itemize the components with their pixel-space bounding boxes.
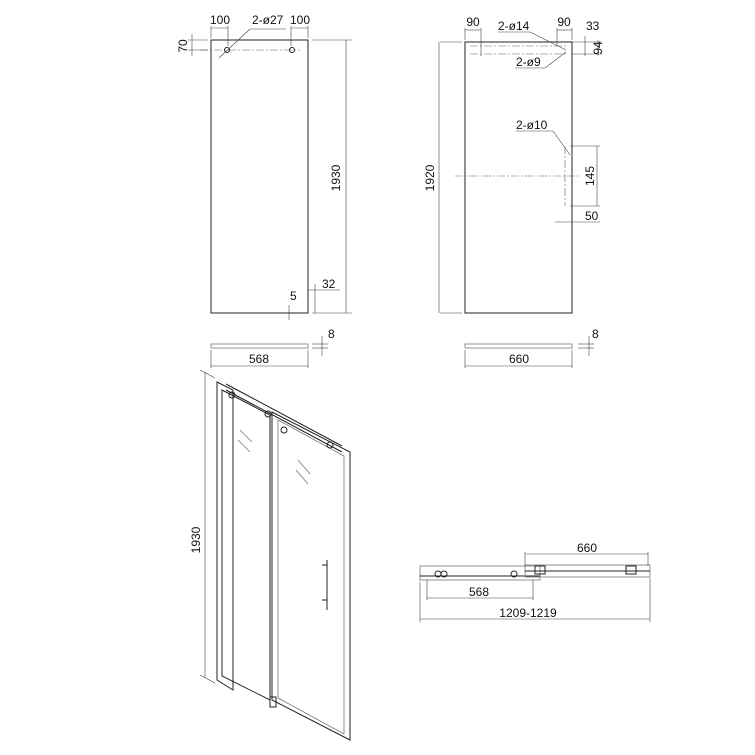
sliding-panel-elevation: 90 90 2-ø14 2-ø9 33 94 2-ø10 145 50 1920…: [423, 15, 605, 368]
fixed-thickness-label: 8: [328, 327, 335, 341]
fixed-panel-frame: [216, 381, 234, 691]
fixed-right-offset-label: 100: [290, 13, 310, 27]
sliding-top-offset-label: 33: [586, 19, 600, 33]
fixed-bottom-small-label: 5: [290, 289, 297, 303]
plan-fixed-width-label: 568: [469, 585, 489, 599]
plan-view: 660 568 1209-1219: [419, 541, 651, 622]
plan-total-width-label: 1209-1219: [499, 606, 557, 620]
sliding-top-hole-callout: 2-ø14: [498, 19, 530, 33]
fixed-bottom-gap-label: 32: [322, 277, 336, 291]
fixed-height-label: 1930: [329, 164, 343, 191]
sliding-handle-callout: 2-ø10: [516, 118, 548, 132]
top-rail: [225, 383, 343, 447]
sliding-panel-thickness-view: [464, 343, 573, 349]
sliding-right-offset-label: 90: [557, 15, 571, 29]
sliding-height-label: 1920: [423, 164, 437, 191]
fixed-width-label: 568: [249, 352, 269, 366]
sliding-top-spacing-label: 94: [591, 41, 605, 55]
perspective-view: 1930: [189, 369, 351, 741]
fixed-top-offset-label: 70: [176, 39, 190, 53]
sliding-left-offset-label: 90: [466, 15, 480, 29]
fixed-hole-callout: 2-ø27: [252, 13, 284, 27]
sliding-handle-spacing-label: 145: [583, 166, 597, 186]
sliding-handle-edge-label: 50: [585, 209, 599, 223]
plan-sliding-width-label: 660: [577, 541, 597, 555]
hole-left: [224, 47, 230, 53]
sliding-lower-hole-callout: 2-ø9: [516, 55, 541, 69]
fixed-panel-thickness-view: [210, 343, 309, 349]
sliding-door: [271, 411, 351, 741]
fixed-glass-outline: [210, 39, 309, 314]
sliding-width-label: 660: [509, 352, 529, 366]
fixed-left-offset-label: 100: [210, 13, 230, 27]
fixed-panel-elevation: 100 100 2-ø27 70 1930 32 5 568 8: [176, 13, 352, 368]
sliding-thickness-label: 8: [592, 327, 599, 341]
hole-right: [289, 47, 295, 53]
fixed-panel-plan: [419, 565, 541, 581]
perspective-height-label: 1930: [189, 526, 203, 553]
sliding-glass-outline: [464, 41, 573, 314]
